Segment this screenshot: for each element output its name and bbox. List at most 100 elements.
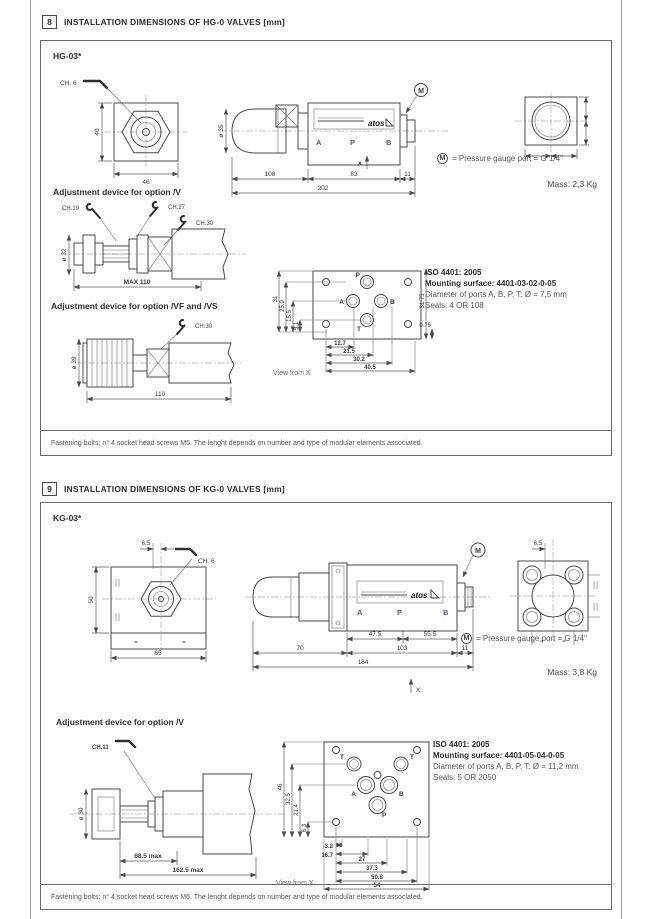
hg-mount-dims-bottom: 12.7 21.5 30.2 40.5 <box>325 307 416 374</box>
kg-flange-view-drawing: 6.5 = <box>510 539 600 645</box>
dim-37-3: 37.3 <box>366 866 378 872</box>
hex-key-icon <box>114 739 155 798</box>
hg-side-view-drawing: atos A P B M x ø 35 108 83 11 <box>218 83 448 197</box>
hg-adjv-dim-diameter: ø 32 <box>61 234 72 276</box>
iso-mounting-surface: Mounting surface: 4401-03-02-0-05 <box>425 279 557 288</box>
kg-mount-dims-left: 46 32.5 21.4 6.3 <box>278 741 356 838</box>
dim-40: 40 <box>94 128 101 136</box>
kg-side-view-drawing: atos A P B M 47.5 55.5 70 103 11 18 <box>245 542 491 694</box>
gauge-note-text: = Pressure gauge port = G 1/4" <box>452 154 563 163</box>
gauge-port-callout: M <box>405 83 428 114</box>
port-b-label: B <box>386 138 392 147</box>
hg-adjvf-dim-length: 110 <box>86 387 232 403</box>
hg-front-ch-label: CH. 6 <box>60 80 77 87</box>
dim-16-7: 16.7 <box>321 853 333 859</box>
dim-68-5-max: 68.5 max <box>134 853 162 860</box>
ch27-label: CH.27 <box>168 205 186 211</box>
hg-adjustment-v-drawing: CH.19 CH.27 CH.30 <box>60 201 246 291</box>
hg-front-dim-width: 46 <box>113 163 179 186</box>
dim-70: 70 <box>296 645 304 652</box>
wrench-icon <box>160 319 186 350</box>
dim-40-5: 40.5 <box>364 365 376 371</box>
mount-port-b: B <box>399 791 404 798</box>
ch30-label: CH.30 <box>195 324 213 330</box>
dim-12-7: 12.7 <box>334 341 346 347</box>
kg-front-dim-offset: 6.5 <box>140 540 174 569</box>
hg-side-dims: 108 83 11 202 <box>231 146 416 197</box>
gauge-port-note: M = Pressure gauge port = G 1/4" <box>437 153 563 164</box>
bolt-hole <box>522 607 542 627</box>
model-hg03: HG-03* <box>53 51 82 61</box>
section9-frame: KG-03* 6.5 CH. 6 = = <box>40 502 612 910</box>
bolt-hole <box>564 565 584 585</box>
kg-front-dim-height: 50 <box>88 566 109 634</box>
dim-31-75: 31.75 <box>420 293 426 309</box>
section9-header: 9 INSTALLATION DIMENSIONS OF KG-0 VALVES… <box>42 482 285 496</box>
dim-3-2: 3.2 <box>325 844 334 850</box>
mass-value: Mass: 3,8 Kg <box>547 667 597 677</box>
equal-mark: = <box>182 640 186 646</box>
dim-15-5: 15.5 <box>287 310 293 322</box>
adjustment-v-title: Adjustment device for option /V <box>53 187 181 197</box>
hg-flange-body <box>524 96 578 146</box>
adjustment-vf-title: Adjustment device for option /VF and /VS <box>51 301 218 311</box>
dim-55-5: 55.5 <box>424 631 437 638</box>
mount-port-p: P <box>356 272 361 279</box>
dim-dia32: ø 32 <box>61 248 68 261</box>
iso-standard: ISO 4401: 2005 <box>425 268 482 277</box>
kg-side-dims: 47.5 55.5 70 103 11 184 <box>252 609 474 671</box>
section8-header: 8 INSTALLATION DIMENSIONS OF HG-0 VALVES… <box>42 15 285 29</box>
gauge-m-badge: M <box>461 633 472 644</box>
section8-frame: HG-03* CH. 6 40 46 <box>40 40 612 456</box>
dim-5-1: 5.1 <box>294 321 300 330</box>
dim-6-5: 6.5 <box>533 540 542 547</box>
gauge-note-text: = Pressure gauge port = G 1/4" <box>476 634 587 643</box>
hg-adjvf-dim-diameter: ø 39 <box>71 338 82 388</box>
fastening-bolts-note: Fastening bolts: n° 4 socket head screws… <box>51 893 423 901</box>
mount-port-a: A <box>351 791 356 798</box>
equal-mark: = <box>562 639 566 645</box>
kg-adjv-dims: 68.5 max 162.5 max <box>119 841 257 879</box>
kg-adjv-dim-diameter: ø 30 <box>78 788 89 840</box>
port-a-label: A <box>357 608 363 617</box>
hg-side-body <box>231 102 416 166</box>
atos-logo: atos <box>411 591 428 600</box>
x-view-marker: X <box>408 678 421 694</box>
atos-logo: atos <box>368 119 385 128</box>
dim-dia39: ø 39 <box>71 356 78 369</box>
mount-port-t2: T <box>410 754 414 761</box>
dim-27: 27 <box>359 857 366 863</box>
dim-6-3: 6.3 <box>302 823 308 832</box>
kg-mount-dims-bottom: 3.2 16.7 27 37.3 50.8 54 <box>321 827 430 892</box>
dim-54: 54 <box>374 883 381 889</box>
hg-side-dim-diameter: ø 35 <box>218 108 229 154</box>
dim-202: 202 <box>318 185 329 192</box>
wrench-icon <box>85 203 117 242</box>
kg-mount-body <box>323 741 430 838</box>
kg-front-view-drawing: 6.5 CH. 6 = = 50 <box>88 540 216 662</box>
dim-6-5: 6.5 <box>141 540 150 547</box>
dim-31: 31 <box>273 295 279 302</box>
mount-port-t1: T <box>340 754 344 761</box>
hg-front-view-drawing: CH. 6 40 46 <box>60 79 188 186</box>
iso-spec-block: ISO 4401: 2005 Mounting surface: 4401-05… <box>433 739 618 783</box>
port-p-label: P <box>350 138 355 147</box>
dim-46: 46 <box>142 179 150 186</box>
hg-mounting-surface-drawing: P A B T 31 25.9 15.5 5.1 12.7 <box>273 268 435 377</box>
iso-standard: ISO 4401: 2005 <box>433 740 490 749</box>
hg-mount-dims-right: 31.75 0.75 <box>419 268 435 340</box>
section9-footnote-row: Fastening bolts: n° 4 socket head screws… <box>41 884 611 909</box>
iso-port-diameter: Diameter of ports A, B, P, T: Ø = 11,2 m… <box>433 762 579 771</box>
dim-max110: MAX 110 <box>124 279 151 286</box>
dim-65: 65 <box>154 650 162 657</box>
dim-21-4: 21.4 <box>294 804 300 816</box>
adjustment-v-title: Adjustment device for option /V <box>56 717 184 727</box>
kg-adjv-body <box>91 773 256 855</box>
x-label: x <box>358 160 362 167</box>
kg-adjustment-v-drawing: CH.11 ø 30 68.5 max 162.5 ma <box>70 739 286 879</box>
kg-mounting-surface-drawing: T T A B P 46 32.5 21.4 6.3 <box>276 741 430 892</box>
hg-front-dim-height: 40 <box>94 102 112 162</box>
dim-dia30: ø 30 <box>78 807 85 820</box>
kg-front-ch-label: CH. 6 <box>198 558 215 565</box>
tick-marks <box>524 96 589 159</box>
